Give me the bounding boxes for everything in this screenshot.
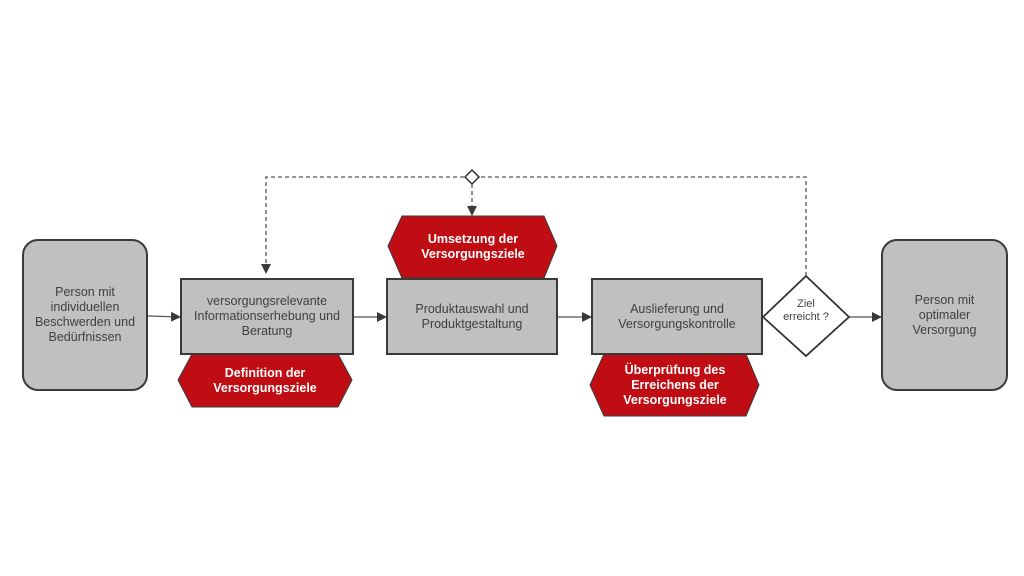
process-delivery-label: Auslieferung und Versorgungskontrolle (618, 301, 736, 331)
arrow-start-to-step1 (147, 311, 181, 322)
end-person-node: Person mit optimaler Versorgung (881, 239, 1008, 391)
start-person-node: Person mit individuellen Beschwerden und… (22, 239, 148, 391)
loop-connector-diamond (463, 168, 481, 186)
event-umsetzung-label: Umsetzung der Versorgungsziele (421, 232, 525, 261)
decision-diamond (761, 274, 851, 358)
process-information-label: versorgungsrelevante Informationserhebun… (194, 294, 340, 338)
event-definition-label: Definition der Versorgungsziele (213, 365, 317, 395)
event-ueberpruefung-label: Überprüfung des Erreichens der Versorgun… (623, 362, 727, 407)
process-delivery-step: Auslieferung und Versorgungskontrolle (591, 278, 763, 355)
process-information-step: versorgungsrelevante Informationserhebun… (180, 278, 354, 355)
end-person-label: Person mit optimaler Versorgung (912, 292, 977, 337)
process-product-label: Produktauswahl und Produktgestaltung (415, 301, 529, 331)
start-person-label: Person mit individuellen Beschwerden und… (34, 285, 136, 344)
process-product-step: Produktauswahl und Produktgestaltung (386, 278, 558, 355)
decision-label: Ziel erreicht ? (783, 298, 829, 323)
feedback-loop-line (261, 176, 807, 276)
